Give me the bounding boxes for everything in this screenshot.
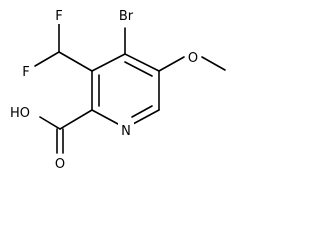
bond-cooh-oh [39, 116, 61, 130]
atom-carboxyl-hydroxyl: HO [10, 106, 30, 121]
atom-fluorine-upper: F [55, 9, 62, 24]
atom-methoxy-oxygen: O [188, 51, 198, 66]
bond-chf2-f-lower [34, 51, 60, 67]
atom-bromine: Br [119, 9, 134, 24]
atom-carbonyl-oxygen: O [55, 157, 65, 172]
bond-c4-c5 [124, 53, 160, 72]
bond-c6-n-inner [131, 105, 153, 118]
bond-c2-n [91, 109, 119, 125]
bond-c4-c3 [91, 53, 126, 72]
atom-ring-nitrogen: N [121, 124, 131, 139]
bond-c3-chf2 [58, 51, 93, 72]
bond-c5-o [158, 56, 185, 72]
atom-fluorine-lower: F [22, 65, 29, 80]
bond-o-ch3 [201, 56, 226, 71]
chemical-structure: Br F F O N HO O [6, 7, 226, 172]
bond-c4-c5-inner [124, 61, 153, 77]
bond-c6-n [132, 109, 160, 125]
atom-labels: Br F F O N HO O [6, 7, 200, 172]
bond-c2-cooh [59, 109, 93, 130]
bonds [34, 23, 226, 154]
